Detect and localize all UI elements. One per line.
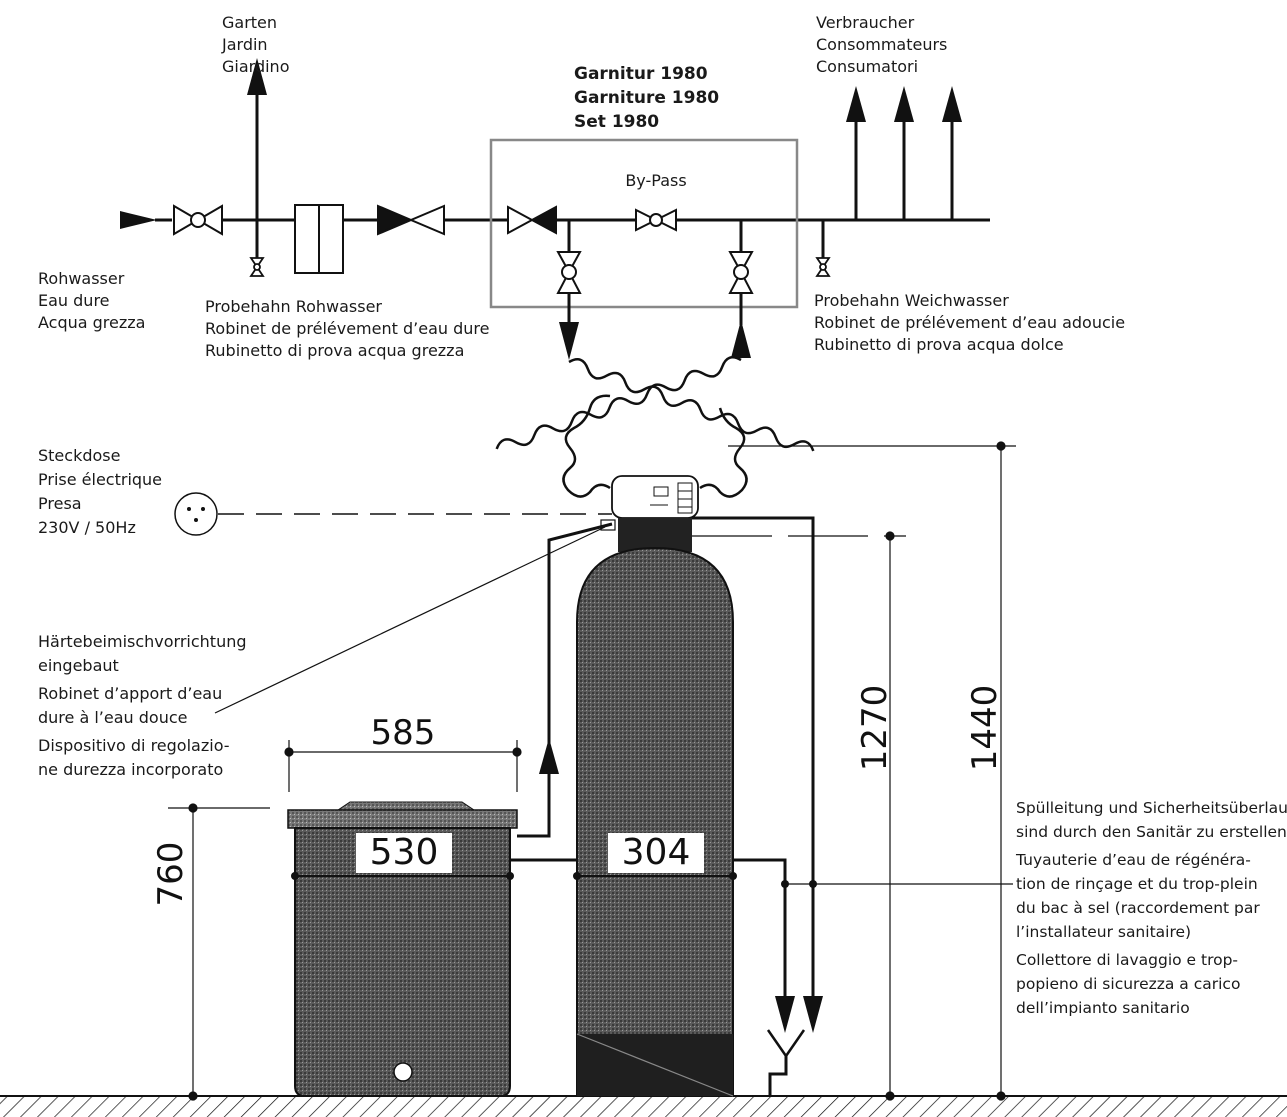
consumer-branches — [854, 118, 954, 220]
consumers-label: Verbraucher Consommateurs Consumatori — [816, 13, 948, 76]
brine-arrow-icon — [539, 738, 559, 774]
dim-1440-text: 1440 — [965, 685, 1005, 772]
garden-label: Garten Jardin Giardino — [222, 13, 290, 76]
filter-icon — [294, 204, 344, 274]
up-arrow-icon — [731, 320, 751, 358]
dim-760-text: 760 — [151, 842, 191, 907]
raw-sample-tap-label: Probehahn Rohwasser Robinet de préléveme… — [205, 297, 490, 360]
socket-label: Steckdose Prise électrique Presa 230V / … — [38, 446, 163, 537]
dim-585-text: 585 — [371, 713, 436, 753]
drain-funnel-icon — [766, 1029, 806, 1059]
resin-tank-size: 304 — [608, 833, 704, 873]
drain-lines — [692, 516, 815, 1096]
control-head — [611, 475, 699, 519]
dim-1440 — [728, 441, 1016, 1101]
power-socket-icon — [174, 492, 218, 536]
garden-arrow-icon — [247, 58, 267, 95]
bypass-label: By-Pass — [625, 171, 687, 190]
raw-sample-tap-icon — [249, 257, 265, 277]
set-left-valve-icon — [556, 251, 582, 294]
set-inlet-valve-icon — [507, 205, 557, 235]
resin-tank — [573, 518, 737, 1097]
consumer-arrow-3-icon — [942, 86, 962, 122]
set-1980-label: Garnitur 1980 Garniture 1980 Set 1980 — [574, 64, 720, 132]
drain-arrow-1-icon — [775, 996, 795, 1033]
set-right-valve-icon — [728, 251, 754, 294]
dim-760 — [168, 803, 270, 1101]
brine-line — [510, 522, 613, 862]
check-valve-icon — [377, 204, 445, 236]
brine-tank — [287, 801, 518, 1097]
set-1980-box — [489, 138, 799, 309]
hardness-leader — [214, 526, 606, 714]
consumer-arrow-2-icon — [894, 86, 914, 122]
soft-sample-tap-icon — [815, 257, 831, 277]
inlet-valve-icon — [173, 204, 223, 236]
brine-tank-size: 530 — [356, 833, 452, 873]
drain-arrow-2-icon — [803, 996, 823, 1033]
set-branches — [567, 220, 743, 325]
hardness-mixing-label: Härtebeimischvorrichtung eingebaut Robin… — [38, 632, 247, 779]
soft-sample-tap-label: Probehahn Weichwasser Robinet de préléve… — [814, 291, 1126, 354]
dim-1270-text: 1270 — [855, 685, 895, 772]
raw-water-label: Rohwasser Eau dure Acqua grezza — [38, 269, 146, 332]
bypass-valve-icon — [635, 208, 677, 232]
dim-1270 — [692, 531, 906, 1101]
flexible-hoses — [495, 356, 815, 498]
drain-label: Spülleitung und Sicherheitsüberlauf sind… — [1016, 799, 1287, 1017]
down-arrow-icon — [559, 322, 579, 360]
consumer-arrow-1-icon — [846, 86, 866, 122]
inlet-arrow-icon — [120, 211, 157, 229]
dim-585 — [284, 740, 522, 792]
